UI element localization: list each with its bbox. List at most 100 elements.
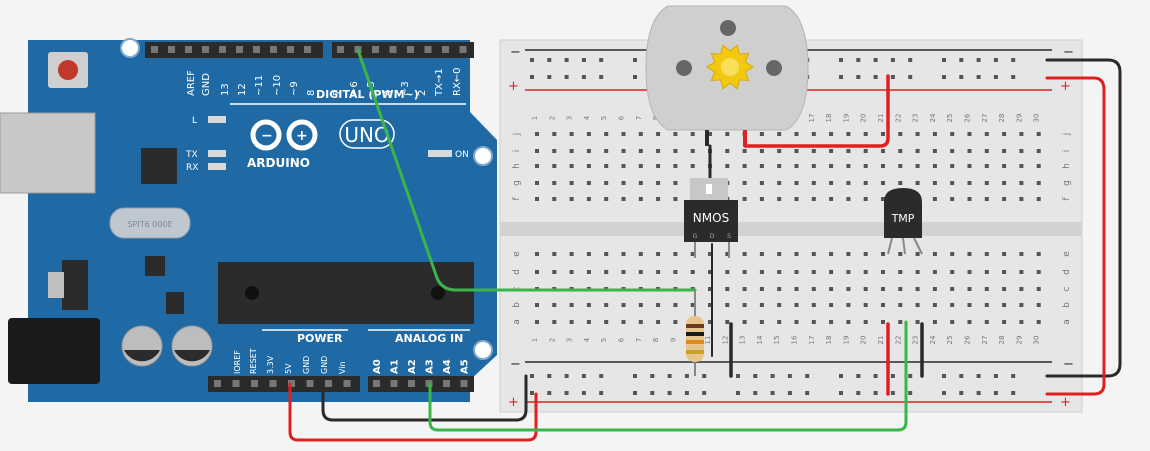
breadboard-hole[interactable] [569,303,574,307]
breadboard-hole[interactable] [725,252,730,256]
breadboard-hole[interactable] [708,303,712,307]
rail-hole[interactable] [993,374,998,378]
wire-rail-black-right[interactable] [1045,58,1122,378]
rail-hole[interactable] [564,75,569,79]
nmos-transistor[interactable]: NMOS G D S [684,178,738,258]
header-pin[interactable] [219,46,226,53]
breadboard-hole[interactable] [1036,197,1041,201]
breadboard-hole[interactable] [932,132,937,136]
breadboard-hole[interactable] [759,303,764,307]
breadboard-hole[interactable] [586,320,591,324]
breadboard-hole[interactable] [552,181,557,185]
breadboard-hole[interactable] [881,252,885,256]
breadboard-hole[interactable] [586,252,591,256]
header-pin[interactable] [287,46,294,53]
header-pin[interactable] [232,380,240,387]
breadboard-hole[interactable] [881,164,885,168]
rail-hole[interactable] [650,391,655,395]
breadboard-hole[interactable] [967,320,972,324]
breadboard-hole[interactable] [708,132,712,136]
breadboard-hole[interactable] [725,320,730,324]
breadboard-hole[interactable] [950,287,955,291]
breadboard-hole[interactable] [708,287,712,291]
breadboard-hole[interactable] [794,303,799,307]
breadboard-hole[interactable] [604,320,609,324]
reset-button-cap[interactable] [58,60,78,80]
breadboard-hole[interactable] [742,149,747,153]
breadboard-hole[interactable] [967,252,972,256]
breadboard-hole[interactable] [586,270,591,274]
rail-hole[interactable] [547,374,552,378]
rail-hole[interactable] [599,374,604,378]
breadboard-hole[interactable] [673,303,678,307]
breadboard-hole[interactable] [742,181,747,185]
breadboard-hole[interactable] [898,181,903,185]
rail-hole[interactable] [702,374,707,378]
breadboard-hole[interactable] [569,320,574,324]
rail-hole[interactable] [993,391,998,395]
breadboard-hole[interactable] [846,320,851,324]
breadboard-hole[interactable] [777,149,782,153]
breadboard-hole[interactable] [759,252,764,256]
breadboard-hole[interactable] [552,164,557,168]
breadboard-hole[interactable] [881,132,885,136]
header-pin[interactable] [373,380,380,387]
rail-hole[interactable] [839,58,843,62]
breadboard-hole[interactable] [535,149,539,153]
breadboard-hole[interactable] [967,181,972,185]
rail-hole[interactable] [942,391,946,395]
breadboard-hole[interactable] [1002,320,1007,324]
breadboard-hole[interactable] [742,270,747,274]
breadboard-hole[interactable] [586,164,591,168]
breadboard-hole[interactable] [984,197,989,201]
rail-hole[interactable] [976,391,981,395]
breadboard-hole[interactable] [1036,320,1041,324]
breadboard-hole[interactable] [777,197,782,201]
breadboard-hole[interactable] [1002,164,1007,168]
rail-hole[interactable] [684,391,689,395]
breadboard-hole[interactable] [829,320,834,324]
rail-hole[interactable] [873,58,878,62]
breadboard-hole[interactable] [967,287,972,291]
breadboard-hole[interactable] [604,181,609,185]
breadboard-hole[interactable] [552,149,557,153]
rail-hole[interactable] [976,75,981,79]
breadboard-hole[interactable] [621,164,626,168]
breadboard-hole[interactable] [863,252,868,256]
breadboard-hole[interactable] [932,164,937,168]
rail-hole[interactable] [805,374,810,378]
rail-hole[interactable] [787,391,792,395]
dc-motor[interactable] [645,5,809,146]
breadboard-hole[interactable] [621,149,626,153]
breadboard-hole[interactable] [811,181,816,185]
breadboard-hole[interactable] [1036,149,1041,153]
breadboard-hole[interactable] [1036,181,1041,185]
breadboard-hole[interactable] [967,132,972,136]
breadboard-hole[interactable] [932,197,937,201]
breadboard-hole[interactable] [708,270,712,274]
breadboard-hole[interactable] [586,197,591,201]
rail-hole[interactable] [1011,391,1016,395]
breadboard-hole[interactable] [794,252,799,256]
breadboard-hole[interactable] [846,132,851,136]
rail-hole[interactable] [856,391,861,395]
breadboard-hole[interactable] [673,164,678,168]
breadboard-hole[interactable] [638,197,643,201]
rail-hole[interactable] [839,374,843,378]
breadboard-hole[interactable] [569,149,574,153]
breadboard-hole[interactable] [915,149,920,153]
breadboard-hole[interactable] [708,252,712,256]
header-pin[interactable] [288,380,295,387]
breadboard-hole[interactable] [915,287,920,291]
rail-hole[interactable] [959,75,964,79]
breadboard-hole[interactable] [863,197,868,201]
header-pin[interactable] [407,46,414,53]
breadboard-hole[interactable] [846,252,851,256]
breadboard-hole[interactable] [621,320,626,324]
rail-hole[interactable] [890,75,895,79]
breadboard-hole[interactable] [725,303,730,307]
breadboard-hole[interactable] [690,303,695,307]
breadboard-hole[interactable] [967,197,972,201]
breadboard-hole[interactable] [984,164,989,168]
rail-hole[interactable] [530,58,534,62]
